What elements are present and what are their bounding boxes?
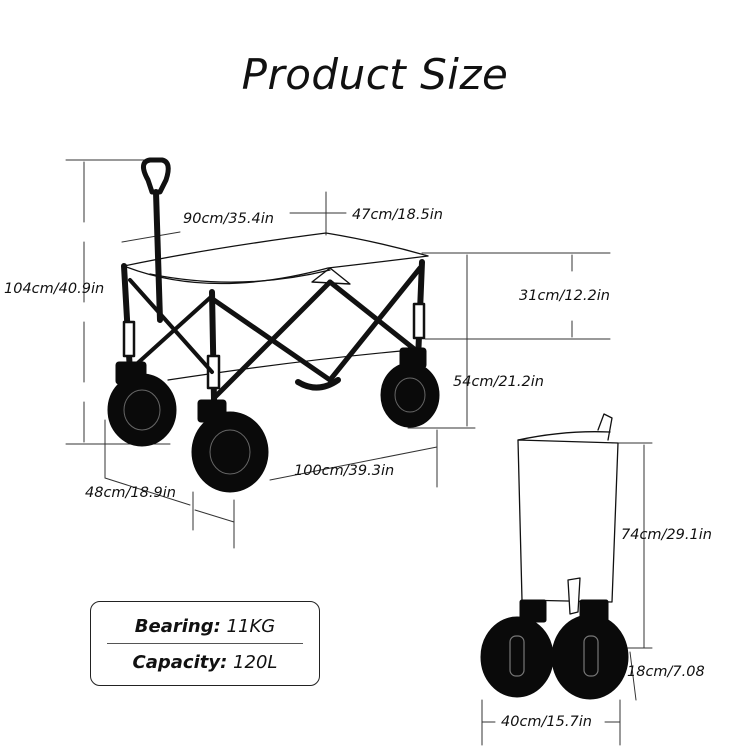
dim-length: 100cm/39.3in	[294, 463, 395, 479]
dim-wheel-height: 18cm/7.08	[627, 664, 705, 680]
dimension-lines	[65, 159, 653, 746]
bearing-row: Bearing: 11KG	[91, 616, 319, 637]
wheels-folded	[480, 599, 629, 700]
capacity-row: Capacity: 120L	[91, 652, 319, 673]
dim-folded-width: 40cm/15.7in	[501, 714, 592, 730]
dim-basket-depth: 31cm/12.2in	[519, 288, 610, 304]
capacity-value: 120L	[233, 652, 278, 673]
dim-width: 48cm/18.9in	[85, 485, 176, 501]
bearing-value: 11KG	[226, 616, 276, 637]
dim-folded-height: 74cm/29.1in	[621, 527, 712, 543]
dim-top-width: 47cm/18.5in	[352, 207, 443, 223]
dim-handle-length: 90cm/35.4in	[183, 211, 274, 227]
wheels-main	[107, 347, 440, 493]
dim-body-height: 54cm/21.2in	[453, 374, 544, 390]
dim-total-height: 104cm/40.9in	[4, 281, 105, 297]
specs-divider	[107, 643, 303, 644]
wagon-main	[121, 157, 429, 403]
capacity-label: Capacity:	[132, 652, 228, 673]
specs-box: Bearing: 11KG Capacity: 120L	[90, 601, 320, 686]
bearing-label: Bearing:	[134, 616, 221, 637]
page-title: Product Size	[241, 50, 509, 99]
wagon-folded	[517, 413, 619, 615]
